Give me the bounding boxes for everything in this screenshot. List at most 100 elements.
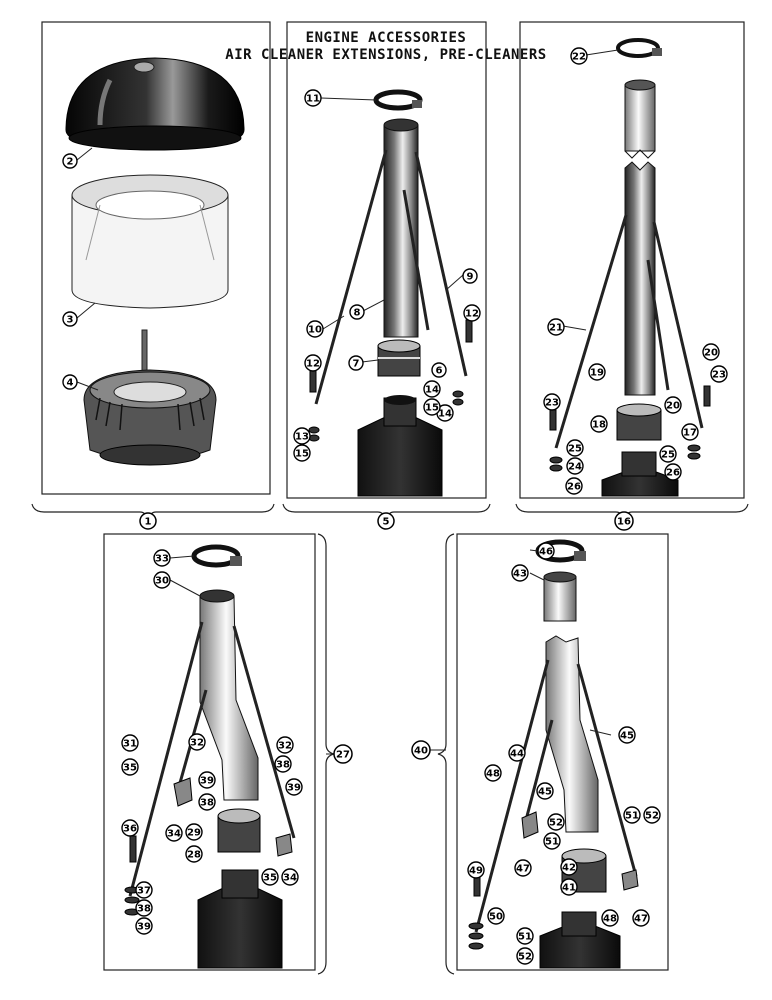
callout-circle (560, 858, 578, 876)
callout-2: 2 (62, 153, 78, 169)
group-badge-label: 27 (336, 750, 350, 761)
callout-label: 48 (486, 769, 500, 780)
callout-circle (570, 47, 588, 65)
callout-50: 50 (487, 907, 505, 925)
callout-label: 51 (625, 811, 639, 822)
callout-39: 39 (135, 917, 153, 935)
callout-label: 51 (545, 837, 559, 848)
callout-label: 45 (538, 787, 552, 798)
callout-label: 38 (137, 904, 151, 915)
callout-25: 25 (566, 439, 584, 457)
callout-43: 43 (511, 564, 529, 582)
callout-label: 25 (568, 444, 582, 455)
callout-label: 9 (467, 272, 474, 283)
callout-circle (511, 564, 529, 582)
callout-29: 29 (185, 823, 203, 841)
panel-frame-27 (103, 533, 316, 971)
callout-circle (462, 268, 478, 284)
callout-label: 15 (425, 403, 439, 414)
panel-frames (41, 21, 745, 971)
callout-circle (348, 355, 364, 371)
group-badge-label: 5 (383, 517, 390, 528)
part-clamp-33 (191, 544, 242, 568)
group-badge-label: 16 (617, 517, 631, 528)
callout-23: 23 (710, 365, 728, 383)
callout-circle (659, 445, 677, 463)
callout-label: 45 (620, 731, 634, 742)
callout-21: 21 (547, 318, 565, 336)
callout-circle (547, 318, 565, 336)
part-braces-44-45 (474, 659, 638, 933)
callout-label: 26 (567, 482, 581, 493)
callout-label: 17 (683, 428, 697, 439)
callout-24: 24 (566, 457, 584, 475)
part-block-5 (357, 395, 443, 497)
part-filter-screen-3 (71, 174, 229, 309)
callout-label: 31 (123, 739, 137, 750)
callout-circle (566, 457, 584, 475)
callout-circle (276, 736, 294, 754)
callout-label: 36 (123, 824, 137, 835)
callout-label: 14 (438, 409, 452, 420)
callout-circle (710, 365, 728, 383)
callout-circle (537, 542, 555, 560)
panel-frame-16 (519, 21, 745, 499)
callout-circle (121, 758, 139, 776)
callout-label: 41 (562, 883, 576, 894)
group-badge-label: 40 (414, 746, 428, 757)
callout-26: 26 (565, 477, 583, 495)
callout-label: 49 (469, 866, 483, 877)
part-block-16 (601, 451, 679, 497)
callout-circle (664, 463, 682, 481)
callout-22: 22 (570, 47, 588, 65)
callout-circle (514, 859, 532, 877)
callout-circle (547, 813, 565, 831)
callout-18: 18 (590, 415, 608, 433)
callout-circle (560, 878, 578, 896)
callout-label: 23 (545, 398, 559, 409)
callout-39: 39 (198, 771, 216, 789)
callout-circle (121, 819, 139, 837)
callout-label: 32 (278, 741, 292, 752)
diagram-title-line-2: AIR CLEANER EXTENSIONS, PRE-CLEANERS (225, 47, 547, 63)
callout-label: 52 (518, 952, 532, 963)
group-badge-40: 40 (411, 740, 431, 760)
part-sleeve-43 (543, 571, 577, 622)
callout-circle (153, 549, 171, 567)
panel-frame-5 (286, 21, 487, 499)
callout-4: 4 (62, 374, 78, 390)
part-tube-8 (383, 118, 419, 338)
callout-circle (618, 726, 636, 744)
callout-label: 51 (518, 932, 532, 943)
callout-10: 10 (306, 320, 324, 338)
callout-17: 17 (681, 423, 699, 441)
callout-circle (623, 806, 641, 824)
callout-circle (536, 782, 554, 800)
callout-3: 3 (62, 311, 78, 327)
group-badges: 1 5 16 27 40 (139, 511, 634, 764)
callout-label: 47 (634, 914, 648, 925)
callout-52: 52 (643, 806, 661, 824)
callout-6: 6 (431, 362, 447, 378)
callout-41: 41 (560, 878, 578, 896)
part-hose-7 (377, 339, 421, 377)
callout-circle (135, 917, 153, 935)
callout-circle (643, 806, 661, 824)
callout-51: 51 (543, 832, 561, 850)
callout-circle (188, 733, 206, 751)
callout-28: 28 (185, 845, 203, 863)
callout-label: 35 (263, 873, 277, 884)
callout-circle (185, 823, 203, 841)
callout-label: 11 (306, 94, 320, 105)
part-hardware-40 (468, 811, 639, 950)
callout-circle (423, 398, 441, 416)
callout-label: 43 (513, 569, 527, 580)
group-badge-label: 1 (145, 517, 152, 528)
callout-circle (702, 343, 720, 361)
callout-label: 26 (666, 468, 680, 479)
callout-label: 38 (200, 798, 214, 809)
callout-circle (508, 744, 526, 762)
part-cap-2 (65, 57, 245, 151)
diagram-title-line-1: ENGINE ACCESSORIES (305, 30, 467, 46)
callout-38: 38 (135, 899, 153, 917)
